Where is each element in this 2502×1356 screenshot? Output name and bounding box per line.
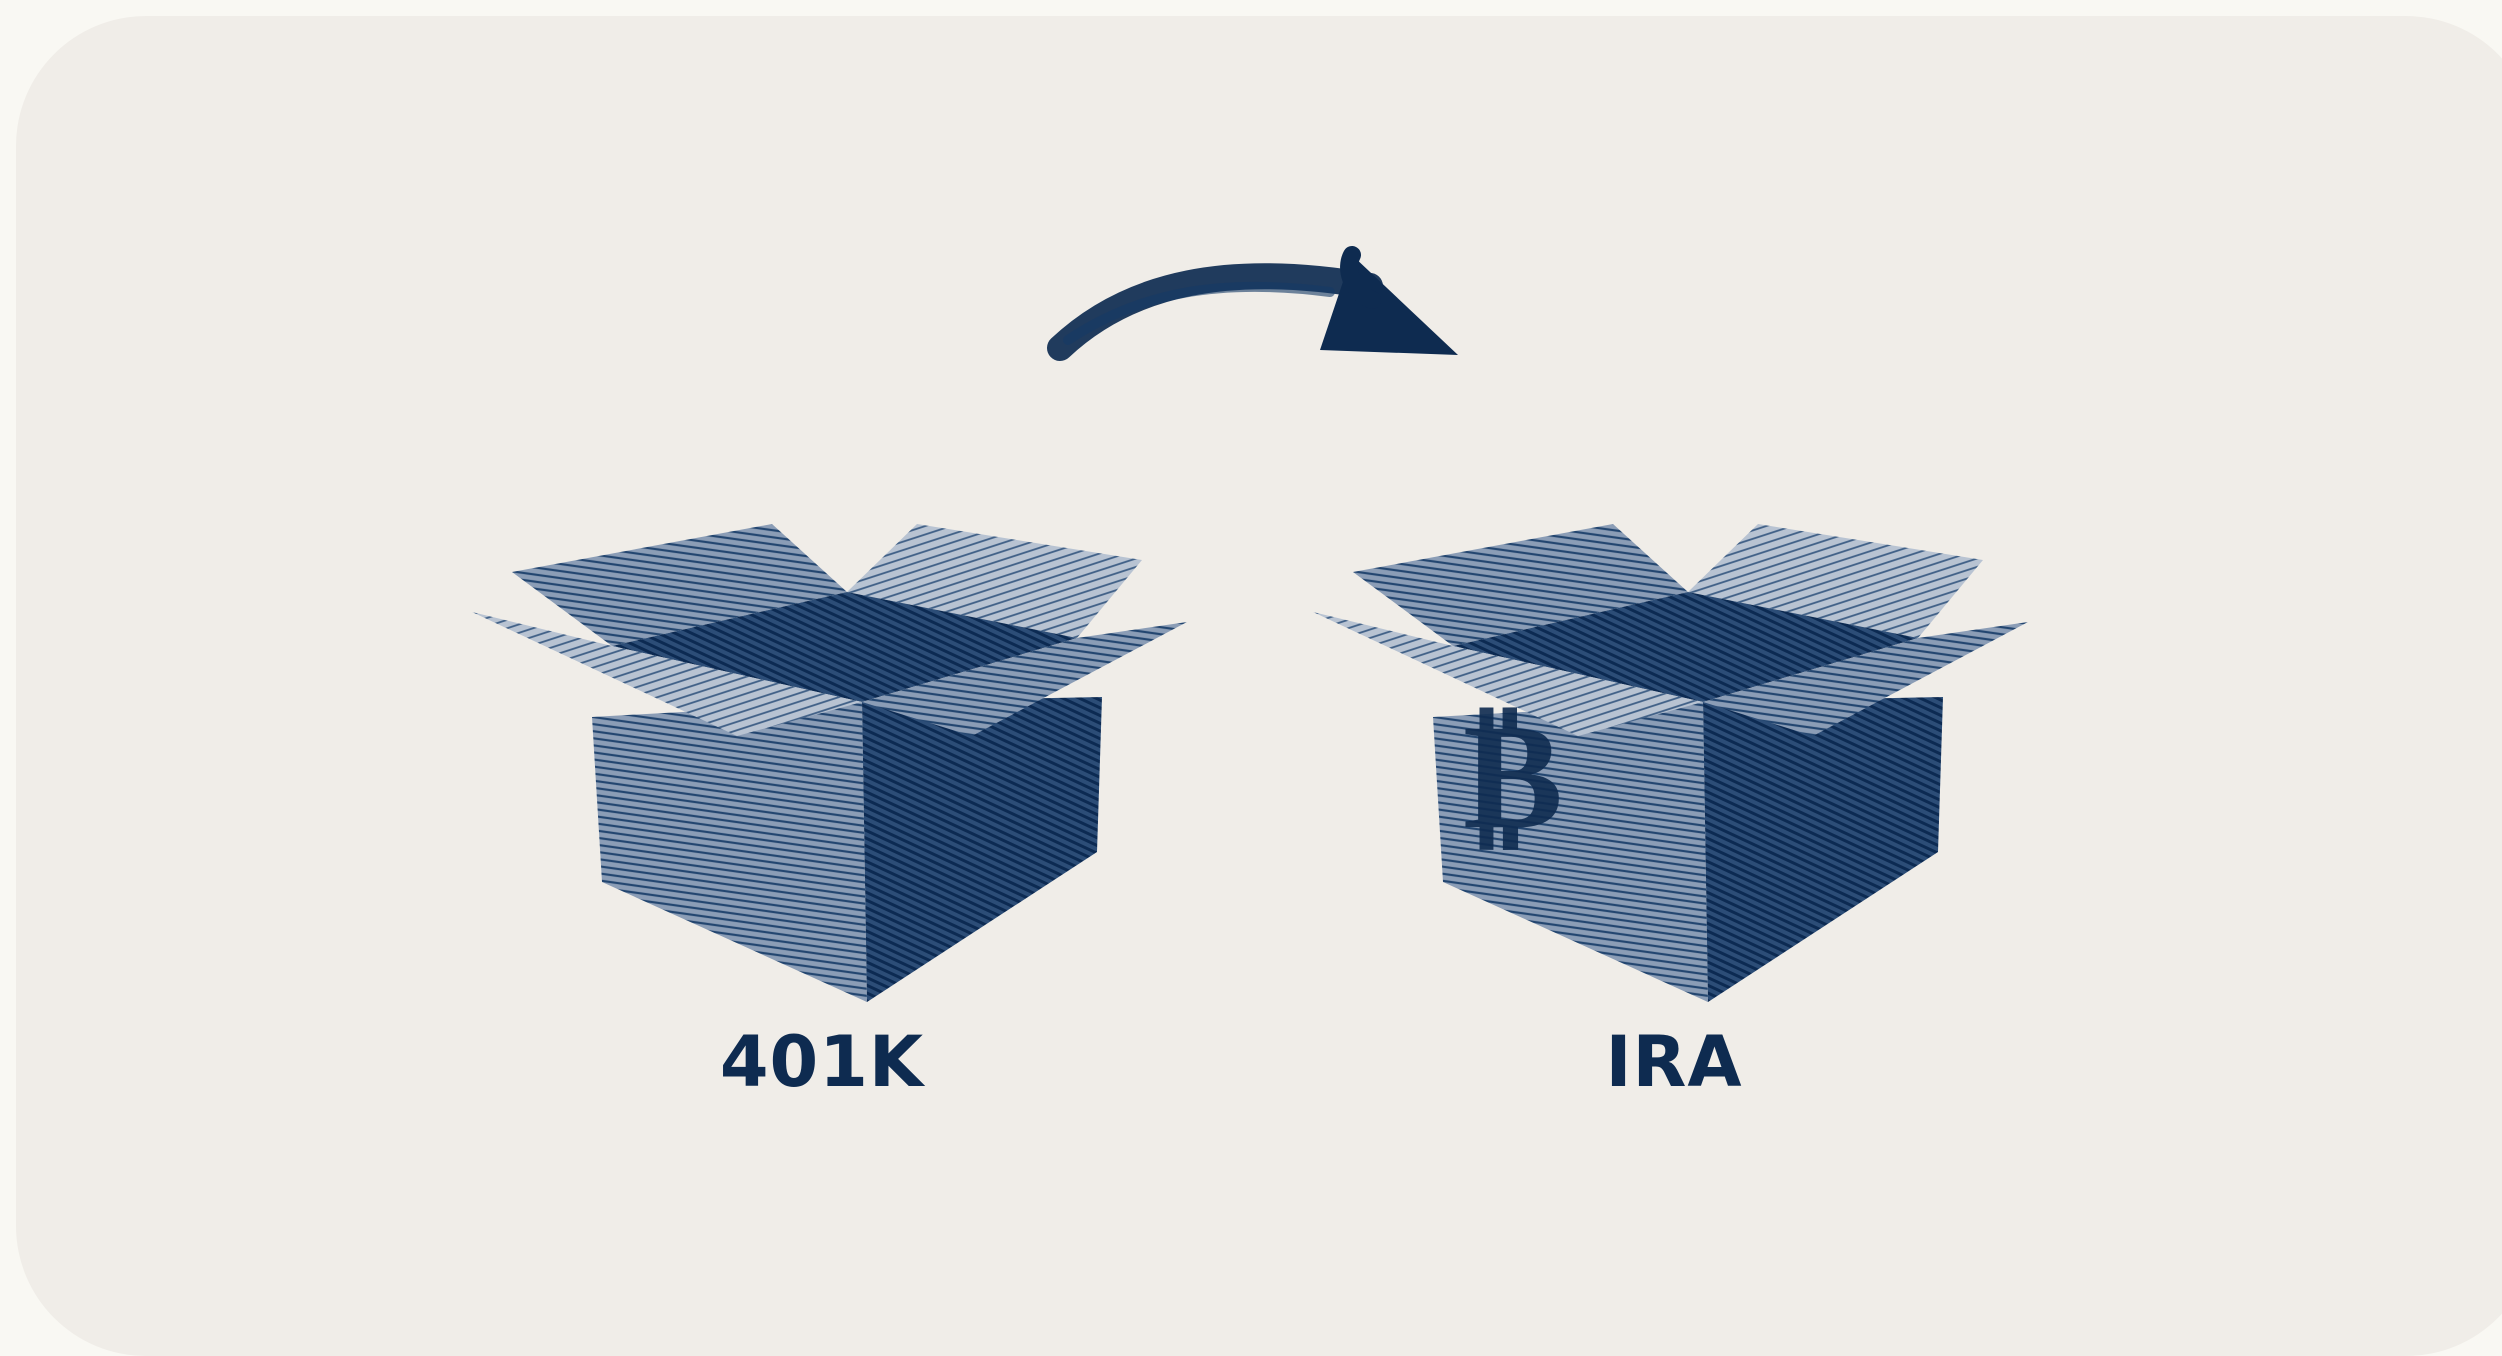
bitcoin-icon: ₿ <box>1463 687 1563 863</box>
left-box-icon <box>472 524 1187 1002</box>
box-label-401k: 401K <box>719 1021 925 1103</box>
illustration-card <box>16 16 2502 1356</box>
box-label-ira: IRA <box>1605 1021 1743 1103</box>
curved-arrow-icon <box>1047 246 1458 361</box>
right-box-icon: ₿ <box>1313 524 2028 1002</box>
illustration-scene: ₿ <box>472 246 2028 1002</box>
